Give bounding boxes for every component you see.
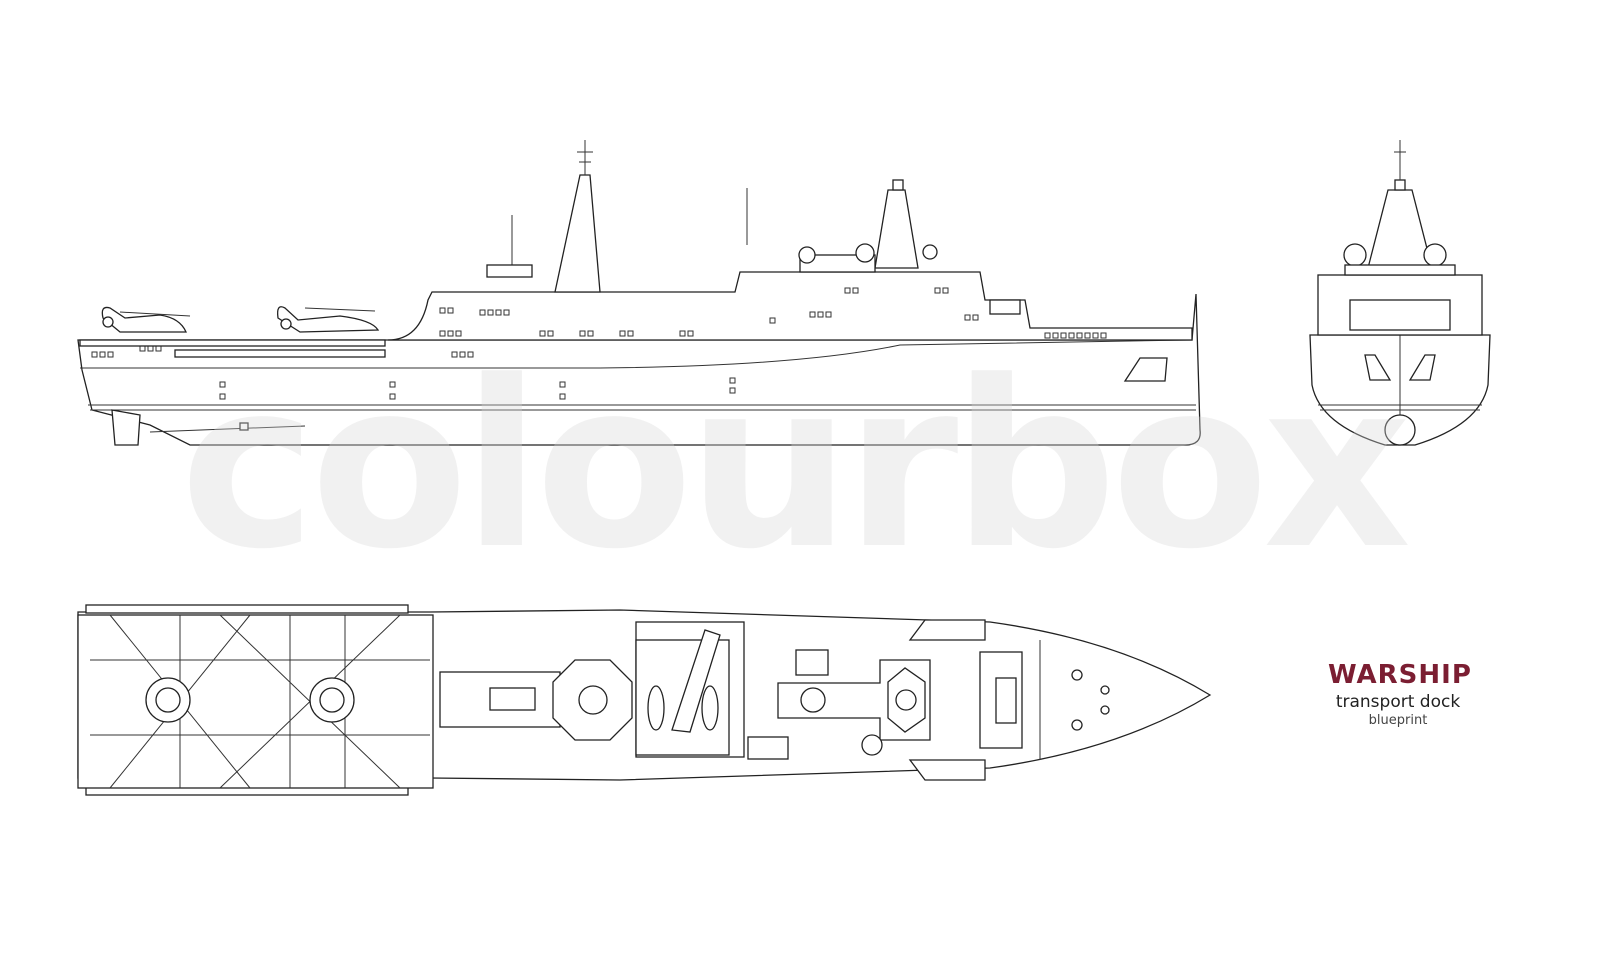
window	[1100, 332, 1107, 339]
window	[809, 311, 816, 318]
window	[495, 309, 502, 316]
window	[687, 330, 694, 337]
window	[729, 387, 736, 394]
anchor-pocket	[1123, 357, 1168, 382]
window	[964, 314, 971, 321]
window	[389, 381, 396, 388]
window	[99, 351, 106, 358]
window	[487, 309, 494, 316]
window	[825, 311, 832, 318]
window	[934, 287, 941, 294]
window	[1052, 332, 1059, 339]
window	[91, 351, 98, 358]
window	[107, 351, 114, 358]
flight-deck	[77, 614, 434, 789]
mast-aft-tower	[554, 174, 601, 293]
window	[844, 287, 851, 294]
window	[1084, 332, 1091, 339]
window	[539, 330, 546, 337]
helicopter-2	[277, 306, 380, 333]
window	[503, 309, 510, 316]
window	[559, 381, 566, 388]
window	[447, 307, 454, 314]
window	[1092, 332, 1099, 339]
top-view	[77, 604, 1212, 796]
window	[547, 330, 554, 337]
window	[459, 351, 466, 358]
window	[439, 330, 446, 337]
window	[942, 287, 949, 294]
subtitle: transport dock	[1335, 692, 1461, 712]
window	[769, 317, 776, 324]
caption: blueprint	[1368, 713, 1428, 728]
window	[389, 393, 396, 400]
window	[439, 307, 446, 314]
side-view	[77, 140, 1201, 446]
window	[729, 377, 736, 384]
mast-fwd-tower	[874, 189, 919, 269]
helicopter-1	[101, 306, 191, 333]
window	[1076, 332, 1083, 339]
window	[467, 351, 474, 358]
superstructure-aft	[387, 271, 1193, 341]
window	[219, 393, 226, 400]
window	[1044, 332, 1051, 339]
window	[479, 309, 486, 316]
window	[852, 287, 859, 294]
window	[455, 330, 462, 337]
window	[627, 330, 634, 337]
front-view	[1309, 140, 1491, 446]
rudder	[111, 409, 141, 446]
title-block: WARSHIP transport dock blueprint	[1328, 660, 1472, 728]
window	[817, 311, 824, 318]
window	[1060, 332, 1067, 339]
window	[619, 330, 626, 337]
window	[447, 330, 454, 337]
window	[587, 330, 594, 337]
window	[972, 314, 979, 321]
window	[579, 330, 586, 337]
window	[679, 330, 686, 337]
heading: WARSHIP	[1328, 660, 1472, 690]
window	[219, 381, 226, 388]
window	[451, 351, 458, 358]
hull-side	[77, 293, 1201, 446]
window	[1068, 332, 1075, 339]
window	[559, 393, 566, 400]
